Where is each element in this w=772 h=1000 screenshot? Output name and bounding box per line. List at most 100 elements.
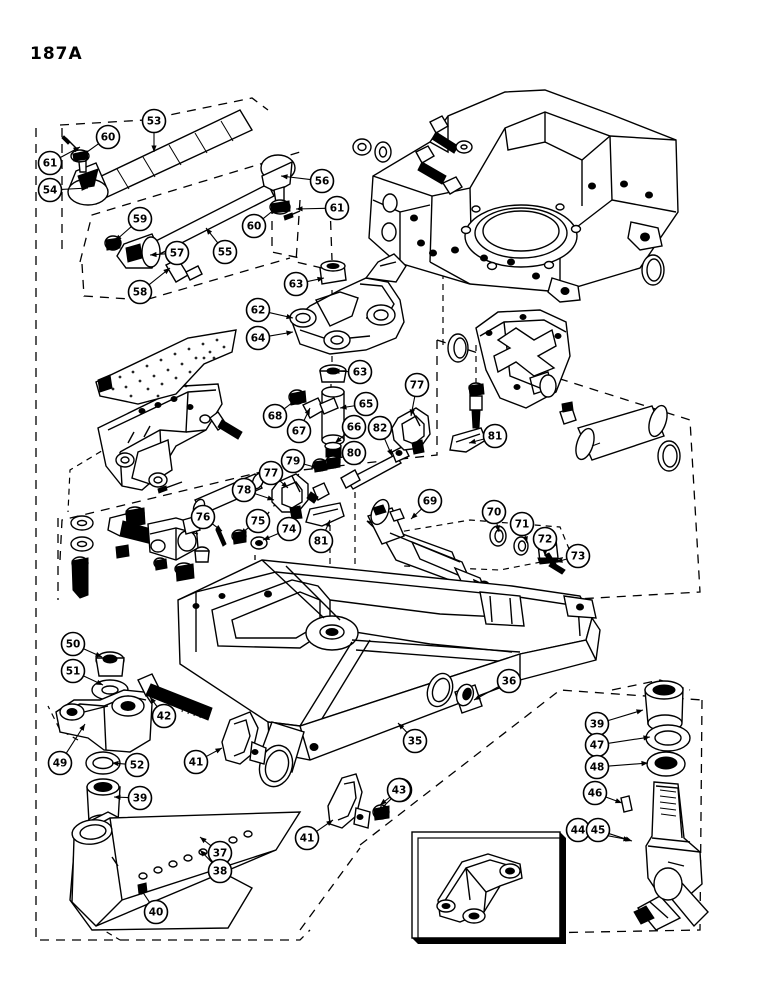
callout-bubble[interactable] [127, 206, 153, 232]
callout-arrow [380, 798, 387, 805]
callout-bubble[interactable] [183, 749, 209, 775]
callout-number: 37 [213, 848, 228, 860]
callout-arrow [286, 330, 293, 336]
part-36-bushing [426, 672, 483, 714]
callout-41: 41 [294, 819, 334, 851]
callout-bubble[interactable] [341, 440, 367, 466]
part-77-clamps [271, 407, 431, 520]
callout-bubble[interactable] [37, 177, 63, 203]
callout-38: 38 [199, 849, 233, 884]
callout-bubble[interactable] [585, 817, 611, 843]
callout-bubble[interactable] [95, 124, 121, 150]
callout-bubble[interactable] [324, 195, 350, 221]
callout-73: 73 [555, 543, 591, 569]
callout-arrow [114, 794, 121, 800]
callout-bubble[interactable] [231, 477, 257, 503]
callout-arrow [286, 314, 293, 320]
callout-55: 55 [205, 227, 238, 265]
callout-39: 39 [584, 709, 644, 737]
callout-number: 36 [502, 676, 517, 688]
callout-bubble[interactable] [190, 504, 216, 530]
callout-number: 56 [315, 176, 330, 188]
callout-bubble[interactable] [509, 511, 535, 537]
callout-bubble[interactable] [127, 785, 153, 811]
callout-bubble[interactable] [532, 526, 558, 552]
callout-bubble[interactable] [402, 728, 428, 754]
callout-bubble[interactable] [141, 108, 167, 134]
callout-46: 46 [582, 780, 623, 806]
callout-64: 64 [245, 325, 294, 351]
callout-bubble[interactable] [164, 240, 190, 266]
callout-number: 61 [330, 203, 345, 215]
callout-arrow [334, 455, 341, 461]
callout-bubble[interactable] [286, 418, 312, 444]
callout-45: 45 [585, 817, 633, 843]
callout-number: 67 [292, 426, 307, 438]
callout-arrow [326, 820, 333, 826]
callout-61: 61 [37, 146, 81, 176]
callout-number: 74 [282, 524, 297, 536]
callout-arrow [200, 850, 207, 857]
callout-82: 82 [367, 415, 393, 457]
front-support-housing-casting [352, 89, 679, 303]
callout-number: 68 [268, 411, 283, 423]
callout-bubble[interactable] [341, 414, 367, 440]
callout-arrow [304, 408, 310, 415]
callout-number: 80 [347, 448, 362, 460]
inset-detail-box [411, 831, 566, 944]
callout-35: 35 [397, 722, 428, 754]
callout-bubble[interactable] [47, 750, 73, 776]
callout-bubble[interactable] [481, 499, 507, 525]
callout-bubble[interactable] [245, 325, 271, 351]
callout-number: 58 [133, 287, 148, 299]
part-62-64-steering-arm [289, 253, 407, 383]
callout-bubble[interactable] [124, 752, 150, 778]
callout-bubble[interactable] [127, 279, 153, 305]
callout-number: 41 [300, 833, 315, 845]
callout-bubble[interactable] [309, 168, 335, 194]
callout-arrow [140, 888, 146, 895]
left-hardware-cluster [70, 482, 330, 599]
callout-bubble[interactable] [417, 488, 443, 514]
callout-bubble[interactable] [60, 631, 86, 657]
callout-bubble[interactable] [386, 777, 412, 803]
callout-bubble[interactable] [151, 703, 177, 729]
callout-70: 70 [481, 499, 507, 533]
callout-50: 50 [60, 631, 103, 658]
callout-bubble[interactable] [283, 271, 309, 297]
callout-bubble[interactable] [245, 508, 271, 534]
callout-bubble[interactable] [245, 297, 271, 323]
callout-bubble[interactable] [37, 150, 63, 176]
callout-number: 40 [149, 907, 164, 919]
callout-bubble[interactable] [565, 543, 591, 569]
callout-bubble[interactable] [404, 372, 430, 398]
callout-bubble[interactable] [212, 239, 238, 265]
callout-bubble[interactable] [143, 899, 169, 925]
callout-bubble[interactable] [207, 858, 233, 884]
callout-bubble[interactable] [353, 391, 379, 417]
callout-bubble[interactable] [280, 448, 306, 474]
callout-arrow [73, 147, 80, 153]
callout-bubble[interactable] [582, 780, 608, 806]
callout-bubble[interactable] [276, 516, 302, 542]
callout-54: 54 [37, 177, 89, 203]
parts-37-38-axle-extension [69, 811, 302, 931]
callout-79: 79 [280, 448, 319, 474]
callout-arrow [296, 206, 303, 212]
callout-bubble[interactable] [241, 213, 267, 239]
callout-bubble[interactable] [262, 403, 288, 429]
callout-bubble[interactable] [584, 754, 610, 780]
callout-bubble[interactable] [347, 359, 373, 385]
callout-arrow [80, 151, 87, 157]
callout-number: 49 [53, 758, 68, 770]
callout-bubble[interactable] [258, 460, 284, 486]
callout-bubble[interactable] [482, 423, 508, 449]
callout-bubble[interactable] [294, 825, 320, 851]
part-42-long-bolt [137, 673, 213, 721]
callout-bubble[interactable] [496, 668, 522, 694]
callout-bubble[interactable] [60, 658, 86, 684]
callout-43: 43 [379, 777, 412, 806]
callout-bubble[interactable] [367, 415, 393, 441]
callout-number: 65 [359, 399, 374, 411]
callout-bubble[interactable] [308, 528, 334, 554]
